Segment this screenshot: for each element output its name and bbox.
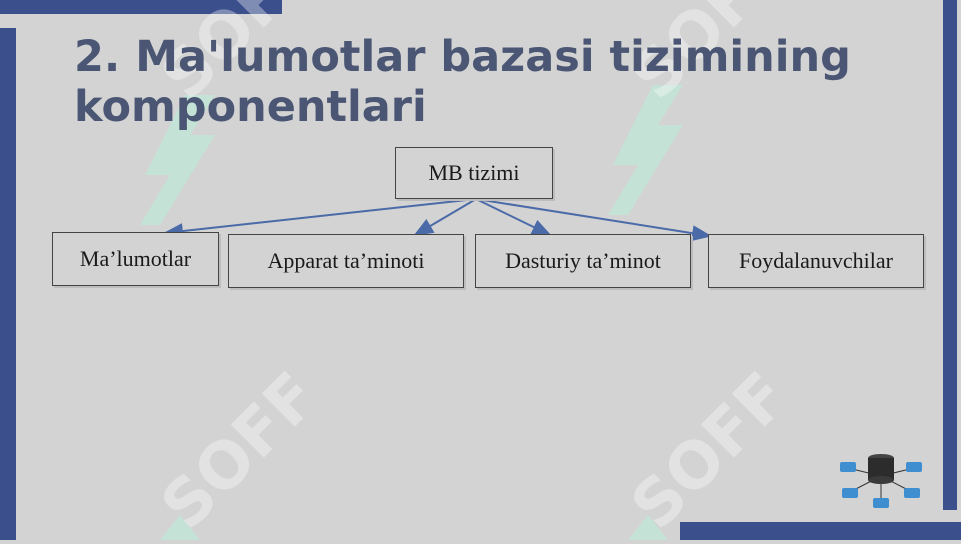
arrow-to-malumotlar	[163, 198, 477, 239]
diagram-child-box: Dasturiy ta’minot	[475, 234, 691, 288]
diagram-child-box: Apparat ta’minoti	[228, 234, 464, 288]
frame-bar-bottom-right	[680, 522, 961, 540]
slide-title: 2. Ma'lumotlar bazasi tizimining kompone…	[74, 32, 851, 132]
arrow-to-foydalanuvchilar	[475, 198, 712, 242]
diagram-child-box: Ma’lumotlar	[52, 232, 219, 286]
arrow-to-apparat	[413, 198, 477, 237]
frame-bar-top-left	[0, 0, 282, 14]
arrow-to-dasturiy	[475, 198, 552, 236]
diagram-root-box: MB tizimi	[395, 147, 553, 199]
frame-bar-left	[0, 28, 16, 540]
frame-bar-right	[943, 0, 957, 510]
database-network-icon	[836, 448, 926, 514]
diagram-child-box: Foydalanuvchilar	[708, 234, 924, 288]
